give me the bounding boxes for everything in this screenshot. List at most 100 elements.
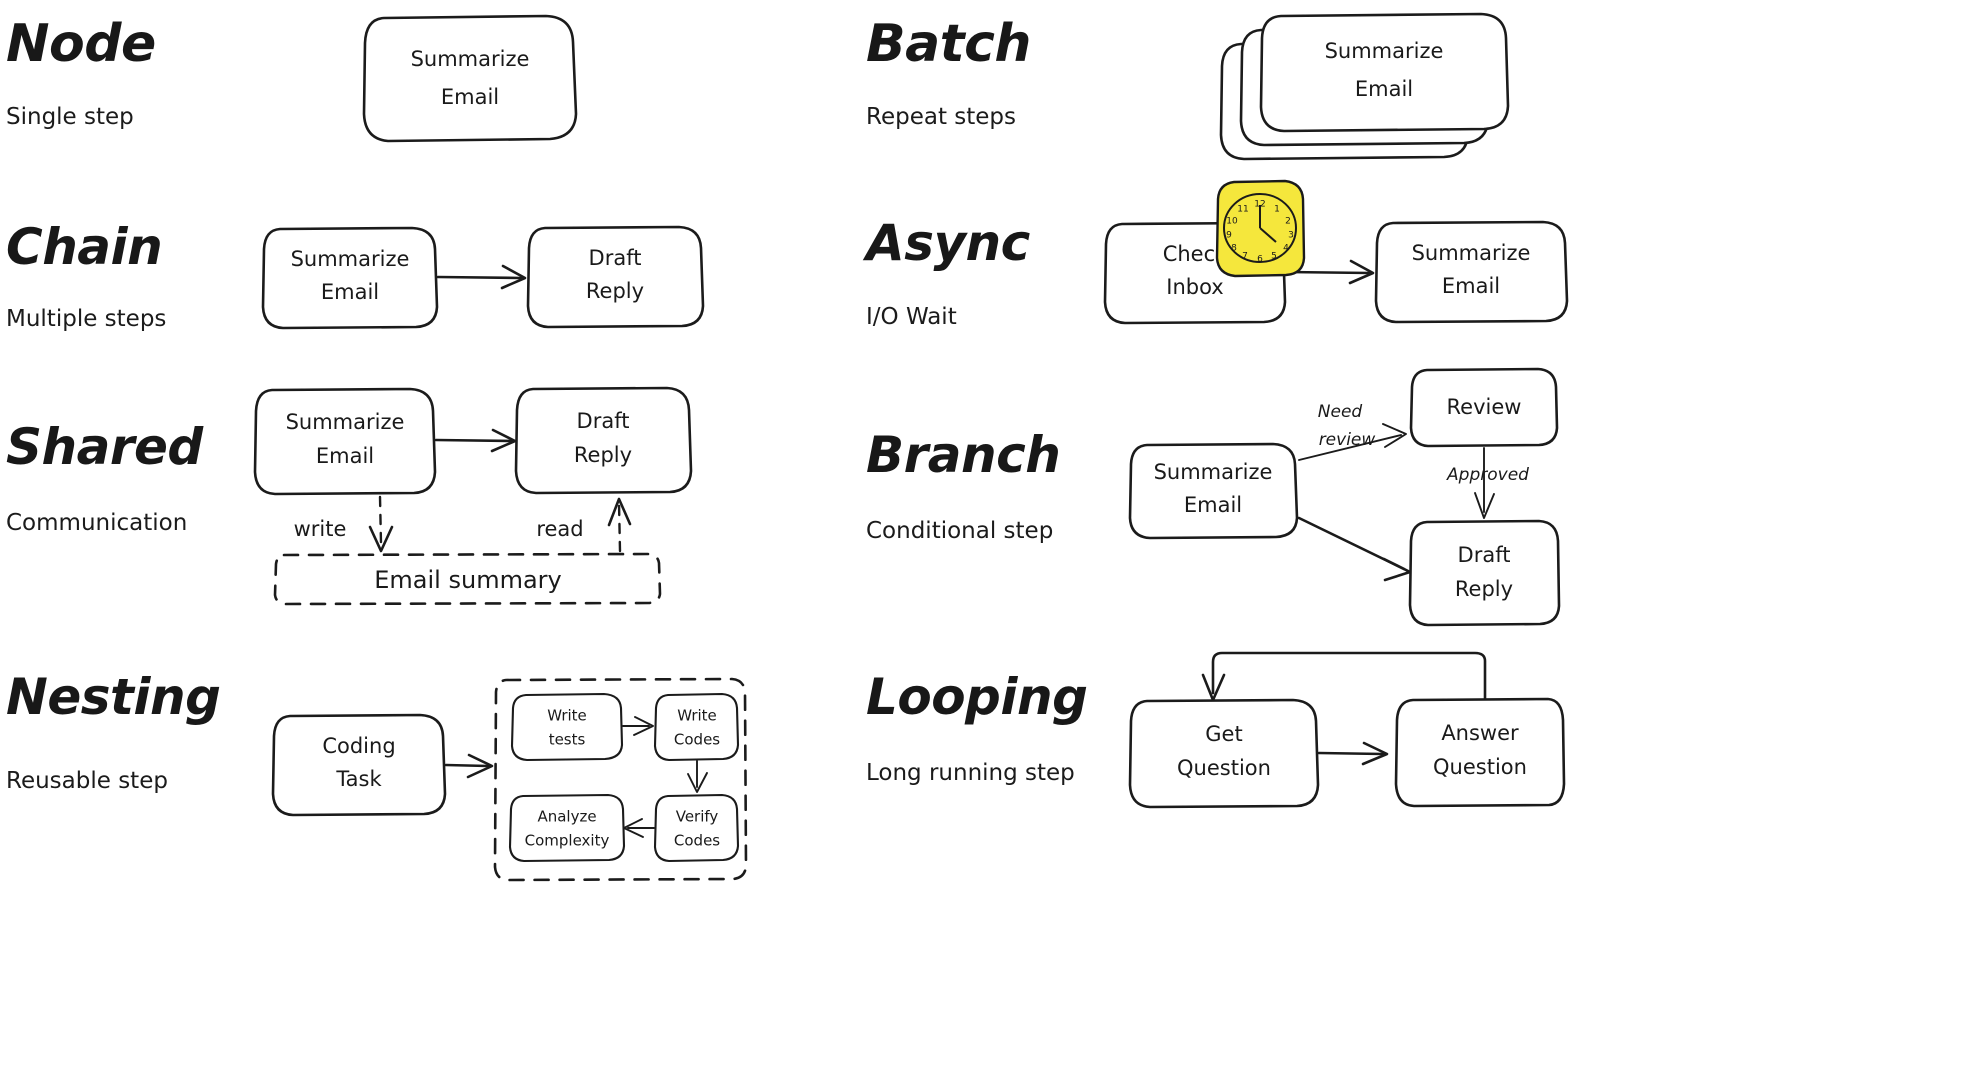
shared-edge-write [368,495,394,553]
nesting-subedge-3 [623,818,655,838]
async-node2-line2: Email [1442,274,1500,298]
looping-node2-line2: Question [1433,755,1527,779]
async-edge-1 [1284,259,1375,285]
svg-text:7: 7 [1242,252,1248,262]
branch-node1-line1: Summarize [1154,460,1273,484]
svg-text:8: 8 [1231,244,1237,254]
branch-node-review[interactable]: Review [1409,367,1559,448]
nesting-node1-line2: Task [335,767,382,791]
branch-node1-line2b: Email [1184,493,1242,517]
pattern-title-node: Node [6,14,156,74]
pattern-title-nesting: Nesting [6,668,221,726]
nesting-subnode1-line2: tests [549,731,586,749]
nesting-subnode-verify-codes[interactable]: Verify Codes [653,793,740,863]
nesting-subnode3-line1: Verify [676,808,719,826]
nesting-subnode1-line1: Write [547,707,587,725]
nesting-edge-into-subflow [444,753,494,779]
svg-text:3: 3 [1288,231,1294,241]
batch-diagram: Summarize Email [1219,12,1510,161]
nesting-subnode-write-codes[interactable]: Write Codes [653,692,740,762]
svg-text:12: 12 [1254,200,1265,210]
svg-text:9: 9 [1226,231,1232,241]
branch-node2-label: Review [1447,395,1522,419]
pattern-subtitle-shared: Communication [6,510,188,536]
looping-edge-forward [1317,741,1389,766]
pattern-subtitle-async: I/O Wait [866,304,957,330]
svg-text:11: 11 [1237,205,1248,215]
batch-card-front[interactable]: Summarize Email [1259,12,1510,133]
nesting-subedge-2 [687,760,708,793]
nesting-subnode3-line2: Codes [674,832,720,850]
shared-node-draft-reply[interactable]: Draft Reply [514,386,693,495]
nesting-diagram: Coding Task Write tests Write Codes [271,677,748,882]
branch-edge-direct [1297,516,1412,582]
chain-node1-line1: Summarize [291,247,410,271]
shared-store-email-summary[interactable]: Email summary [273,552,662,606]
branch-diagram: Summarize Email Need review Review Appro… [1128,367,1561,627]
looping-node1-line1: Get [1205,722,1242,746]
chain-edge-1 [436,264,527,290]
nesting-subnode-write-tests[interactable]: Write tests [510,692,624,762]
branch-edge-label-need: Need [1318,402,1363,422]
svg-text:10: 10 [1226,217,1238,227]
async-node2-line1: Summarize [1412,241,1531,265]
pattern-subtitle-branch: Conditional step [866,518,1054,544]
branch-node3-line1: Draft [1458,543,1511,567]
clock-icon: 12 1 2 3 4 5 6 7 8 9 10 11 [1215,179,1306,278]
svg-text:6: 6 [1257,255,1263,265]
pattern-title-chain: Chain [6,218,163,276]
branch-edge-approved [1474,447,1495,519]
looping-node2-line1: Answer [1441,721,1519,745]
chain-node1-line2: Email [321,280,379,304]
nesting-subnode4-line2: Complexity [525,832,610,850]
nesting-subnode-analyze-complexity[interactable]: Analyze Complexity [508,793,626,863]
chain-diagram: Summarize Email Draft Reply [261,225,705,330]
pattern-title-branch: Branch [866,426,1061,484]
nesting-subnode4-line1: Analyze [537,808,596,826]
pattern-title-shared: Shared [6,418,203,476]
chain-node-summarize-email[interactable]: Summarize Email [261,226,439,330]
nesting-subflow-container[interactable] [493,677,748,882]
nesting-subedge-1 [622,716,654,736]
looping-node1-line2: Question [1177,756,1271,780]
branch-edge-label-review: review [1319,430,1376,450]
svg-text:5: 5 [1271,252,1277,262]
node-label-line1: Summarize [411,47,530,71]
branch-node3-line2: Reply [1455,577,1513,601]
async-diagram: Check Inbox Summarize Email 12 1 2 3 4 5… [1103,179,1569,325]
branch-node-summarize-email[interactable]: Summarize Email [1128,442,1299,540]
shared-node-summarize-email[interactable]: Summarize Email [253,387,437,496]
pattern-subtitle-node: Single step [6,104,134,130]
svg-text:4: 4 [1283,244,1289,254]
pattern-subtitle-looping: Long running step [866,760,1075,786]
looping-diagram: Get Question Answer Question [1128,651,1566,809]
shared-edge-label-write: write [294,517,347,541]
pattern-subtitle-chain: Multiple steps [6,306,167,332]
batch-label-line2: Email [1355,77,1413,101]
shared-node1-line2: Email [316,444,374,468]
pattern-title-looping: Looping [866,668,1088,726]
pattern-subtitle-batch: Repeat steps [866,104,1017,130]
shared-node2-line2: Reply [574,443,632,467]
shared-edge-main [434,428,517,453]
async-node-summarize-email[interactable]: Summarize Email [1374,220,1569,324]
branch-edge-need-review [1298,423,1407,461]
chain-node2-line2: Reply [586,279,644,303]
chain-node2-line1: Draft [589,246,642,270]
branch-node-draft-reply[interactable]: Draft Reply [1408,519,1561,627]
pattern-title-async: Async [866,214,1030,272]
pattern-subtitle-nesting: Reusable step [6,768,168,794]
shared-edge-label-read: read [536,517,583,541]
nesting-subnode2-line2: Codes [674,731,720,749]
looping-node-answer-question[interactable]: Answer Question [1394,697,1566,808]
node-label-line2: Email [441,85,499,109]
nesting-node-coding-task[interactable]: Coding Task [271,713,447,817]
svg-text:2: 2 [1285,217,1291,227]
chain-node-draft-reply[interactable]: Draft Reply [526,225,705,329]
node-summarize-email[interactable]: Summarize Email [362,14,578,143]
node-diagram: Summarize Email [362,14,578,143]
looping-node-get-question[interactable]: Get Question [1128,698,1320,809]
nesting-subnode2-line1: Write [677,707,717,725]
batch-label-line1: Summarize [1325,39,1444,63]
